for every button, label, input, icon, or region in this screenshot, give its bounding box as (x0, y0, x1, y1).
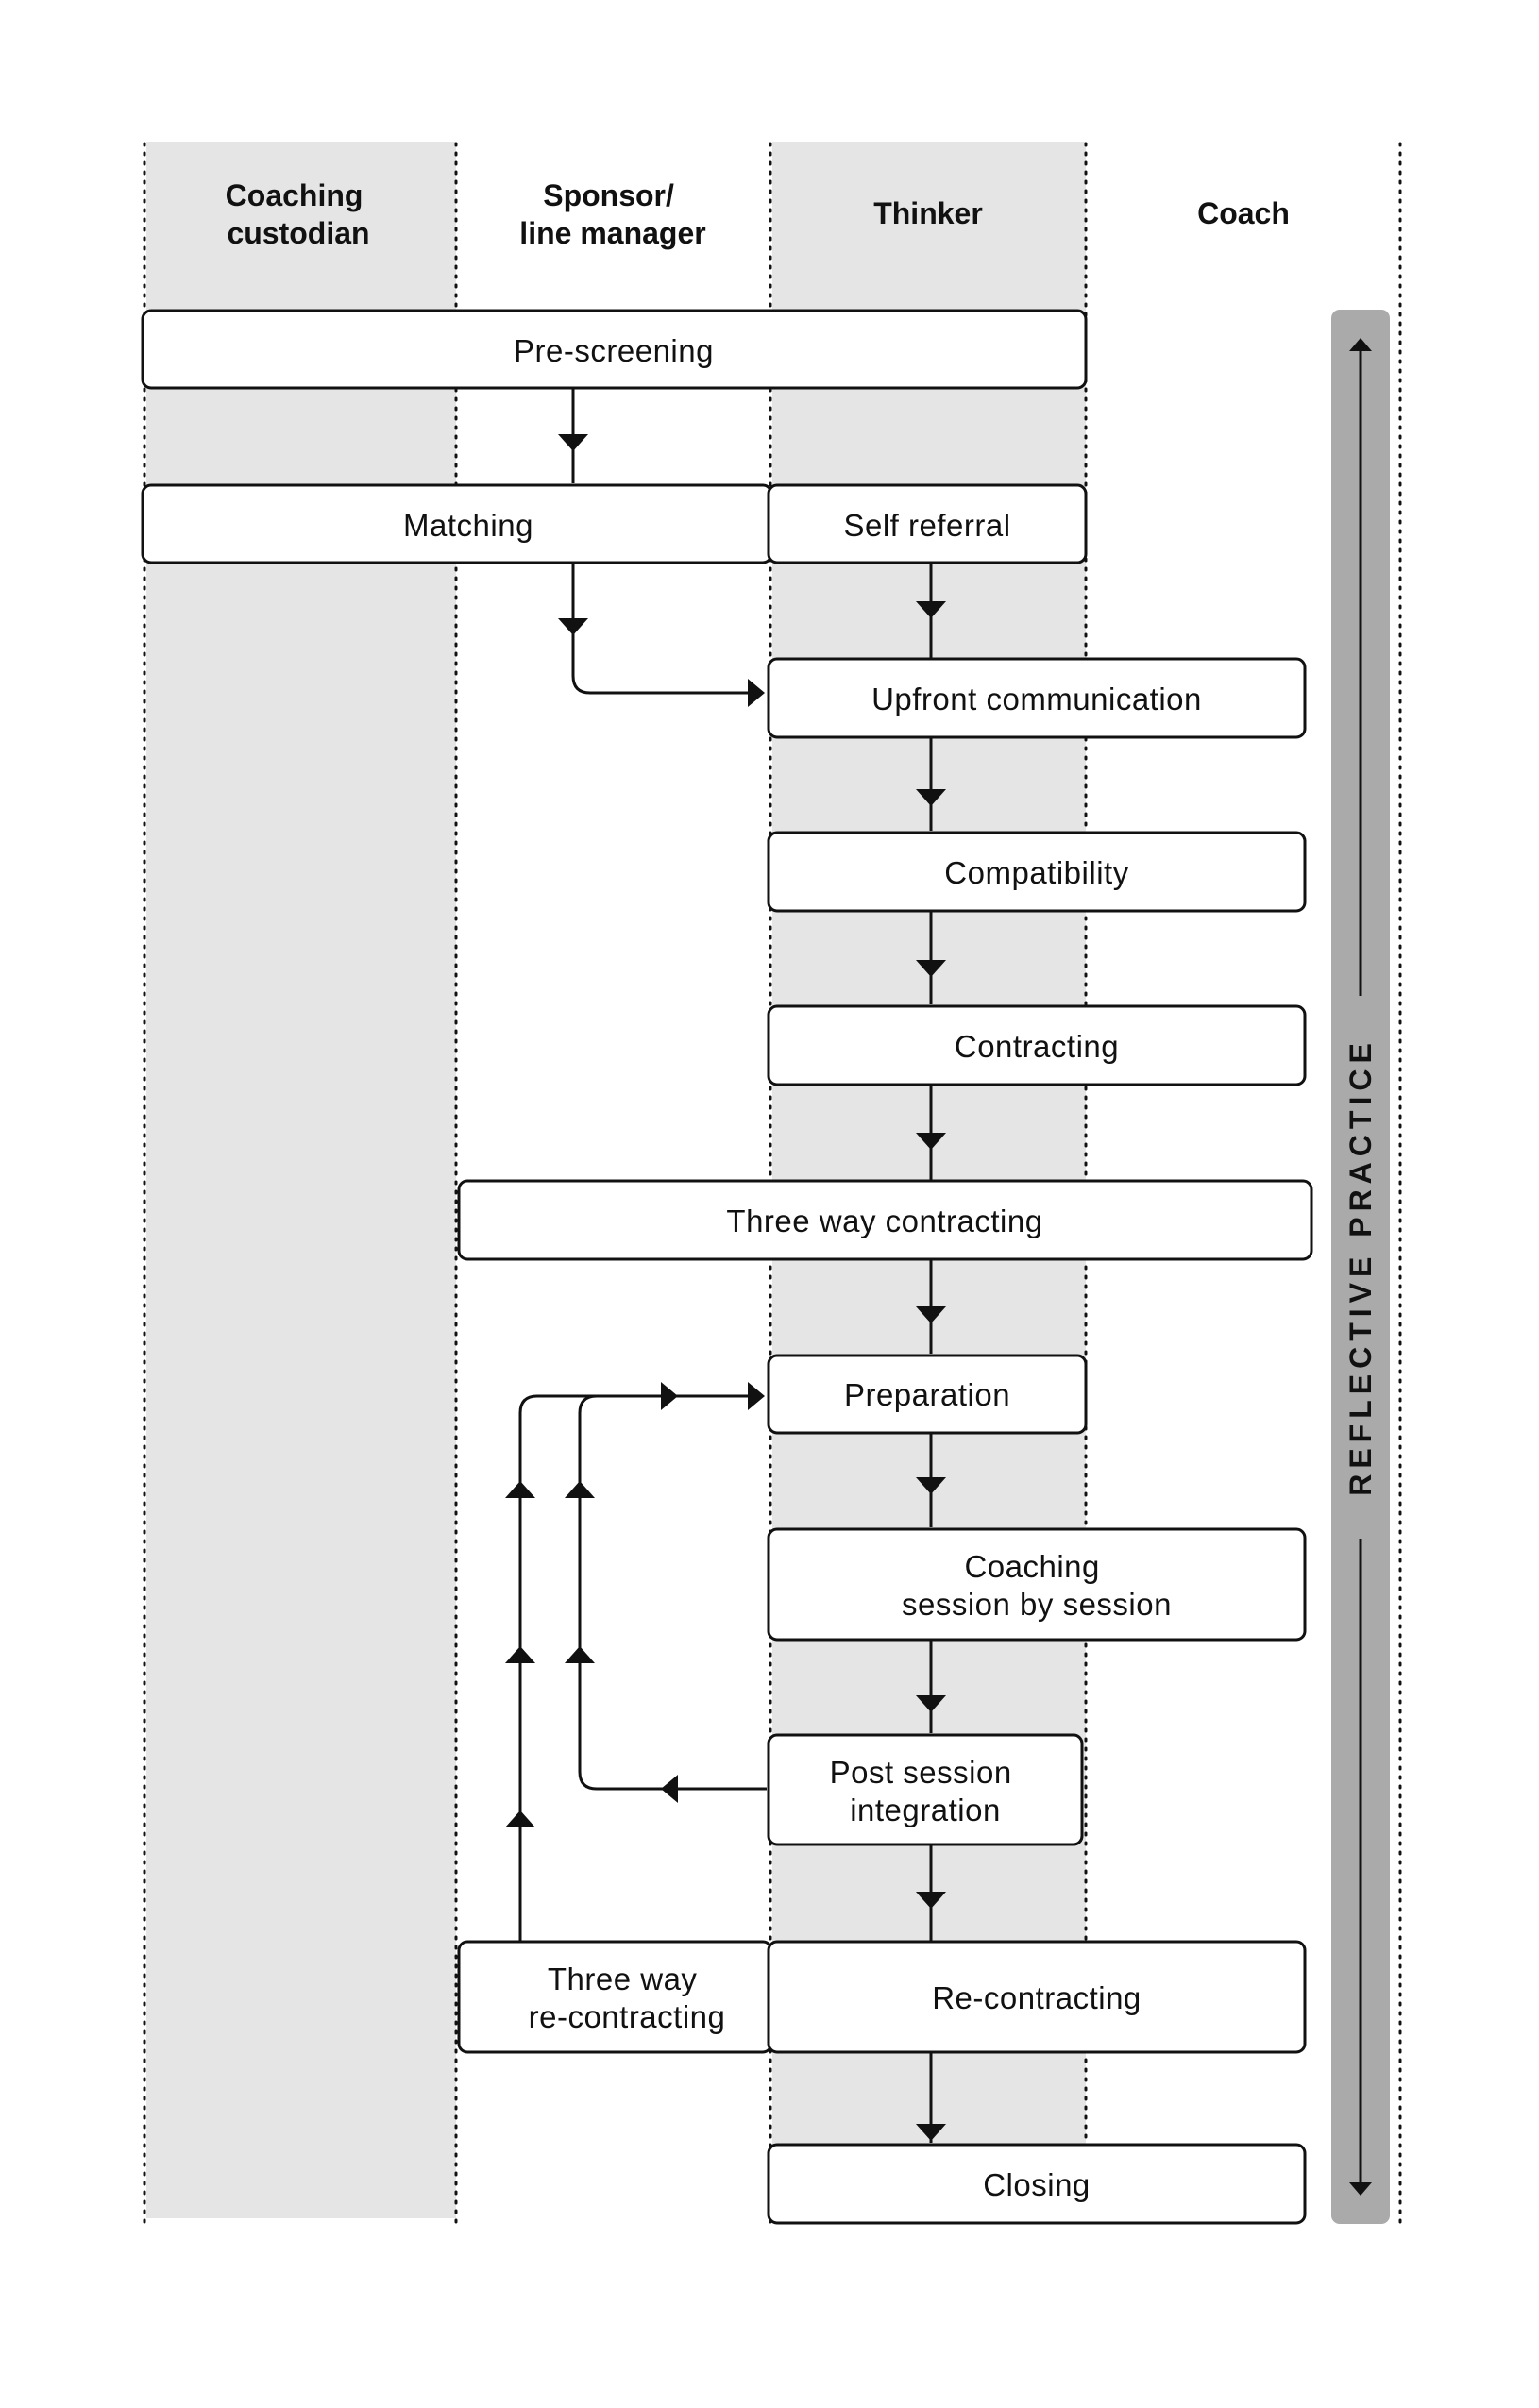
step-matching: Matching (141, 483, 773, 564)
arrowheads (505, 434, 946, 2141)
arrow-up-icon (565, 1481, 595, 1498)
svg-text:Re-contracting: Re-contracting (932, 1980, 1142, 2015)
svg-text:Self referral: Self referral (843, 508, 1010, 543)
arrow-up-icon (1349, 338, 1372, 351)
reflective-practice-bar: REFLECTIVE PRACTICE (1331, 310, 1390, 2224)
svg-text:Contracting: Contracting (955, 1029, 1119, 1064)
arrow-down-icon (1349, 2182, 1372, 2196)
step-three-way-contracting: Three way contracting (457, 1179, 1313, 1261)
arrow-down-icon (916, 1477, 946, 1494)
svg-text:Three way contracting: Three way contracting (726, 1204, 1042, 1238)
step-self-referral: Self referral (767, 483, 1088, 564)
step-closing: Closing (767, 2143, 1307, 2225)
arrow-down-icon (916, 601, 946, 618)
lane-header-sponsor-line-manager: Sponsor/ line manager (519, 178, 705, 250)
arrow-right-icon (748, 1382, 765, 1410)
svg-text:Pre-screening: Pre-screening (514, 333, 714, 368)
arrow-down-icon (916, 1695, 946, 1712)
arrow-up-icon (505, 1646, 535, 1663)
svg-text:Upfront communication: Upfront communication (871, 682, 1202, 716)
loop-connector (578, 1394, 767, 1791)
svg-text:Three way re-contracting: Three way re-contracting (529, 1962, 726, 2034)
arrow-up-icon (565, 1646, 595, 1663)
arrow-down-icon (916, 789, 946, 806)
step-pre-screening: Pre-screening (141, 309, 1088, 390)
arrow-right-icon (748, 679, 765, 707)
step-coaching-session-by-session: Coaching session by session (767, 1527, 1307, 1642)
arrow-down-icon (916, 1306, 946, 1323)
arrow-down-icon (558, 618, 588, 635)
arrow-right-icon (661, 1382, 678, 1410)
arrow-down-icon (916, 2124, 946, 2141)
arrow-down-icon (558, 434, 588, 451)
step-compatibility: Compatibility (767, 831, 1307, 913)
svg-text:Compatibility: Compatibility (944, 855, 1128, 890)
lane-shade-coaching-custodian (146, 142, 456, 2218)
connector (571, 563, 751, 695)
svg-text:Coaching session by sess: Coaching session by session (902, 1549, 1172, 1622)
arrow-up-icon (505, 1810, 535, 1827)
loop-connector (518, 1394, 751, 1941)
step-re-contracting: Re-contracting (767, 1940, 1307, 2054)
step-post-session-integration: Post session integration (767, 1733, 1084, 1846)
lane-header-coach: Coach (1197, 196, 1290, 230)
arrow-down-icon (916, 1892, 946, 1909)
svg-text:Closing: Closing (983, 2167, 1091, 2202)
arrow-up-icon (505, 1481, 535, 1498)
arrow-left-icon (661, 1775, 678, 1803)
svg-text:Post session integration: Post session integration (830, 1755, 1022, 1827)
svg-text:Preparation: Preparation (844, 1377, 1010, 1412)
step-three-way-re-contracting: Three way re-contracting (457, 1940, 773, 2054)
svg-text:Matching: Matching (403, 508, 533, 543)
lane-header-thinker: Thinker (873, 196, 983, 230)
arrow-down-icon (916, 960, 946, 977)
reflective-practice-label: REFLECTIVE PRACTICE (1344, 1037, 1378, 1496)
step-preparation: Preparation (767, 1354, 1088, 1435)
lane-header-coaching-custodian: Coaching custodian (226, 178, 372, 250)
arrow-down-icon (916, 1133, 946, 1150)
step-contracting: Contracting (767, 1004, 1307, 1086)
step-upfront-communication: Upfront communication (767, 657, 1307, 739)
